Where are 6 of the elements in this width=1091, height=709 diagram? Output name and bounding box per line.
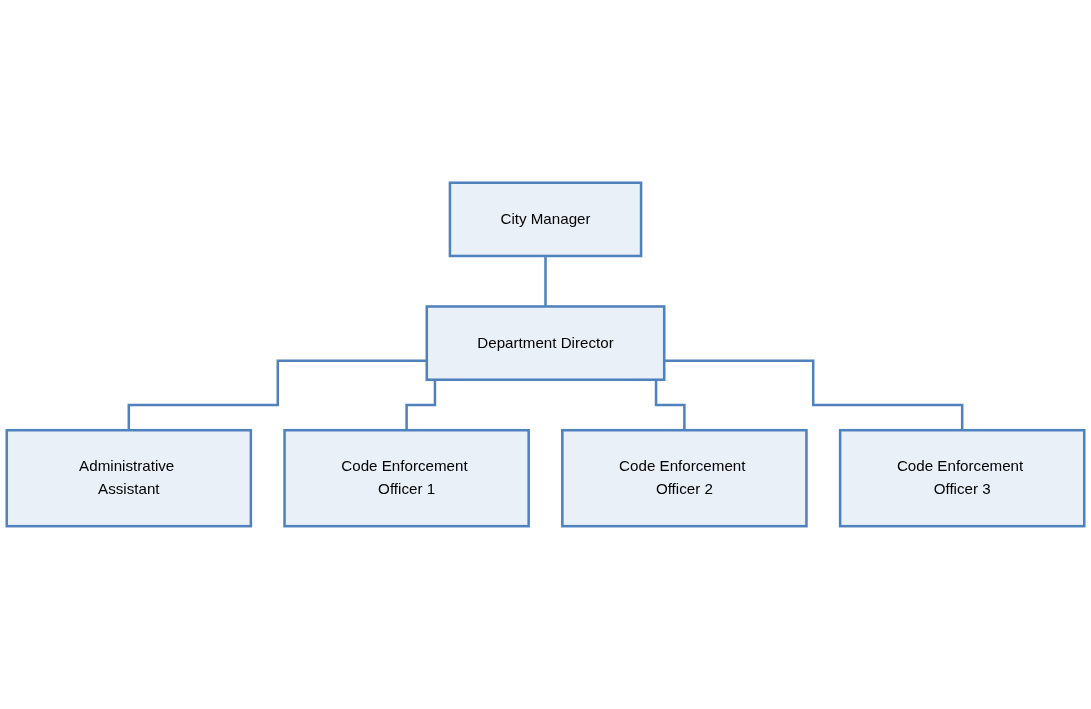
node-box: Department Director <box>425 305 666 381</box>
node-box: City Manager <box>448 181 643 258</box>
node-box: Code Enforcement Officer 1 <box>283 429 530 528</box>
node-box: Code Enforcement Officer 2 <box>561 429 808 528</box>
node-box: Code Enforcement Officer 3 <box>838 429 1086 528</box>
node-box: Administrative Assistant <box>5 429 253 528</box>
